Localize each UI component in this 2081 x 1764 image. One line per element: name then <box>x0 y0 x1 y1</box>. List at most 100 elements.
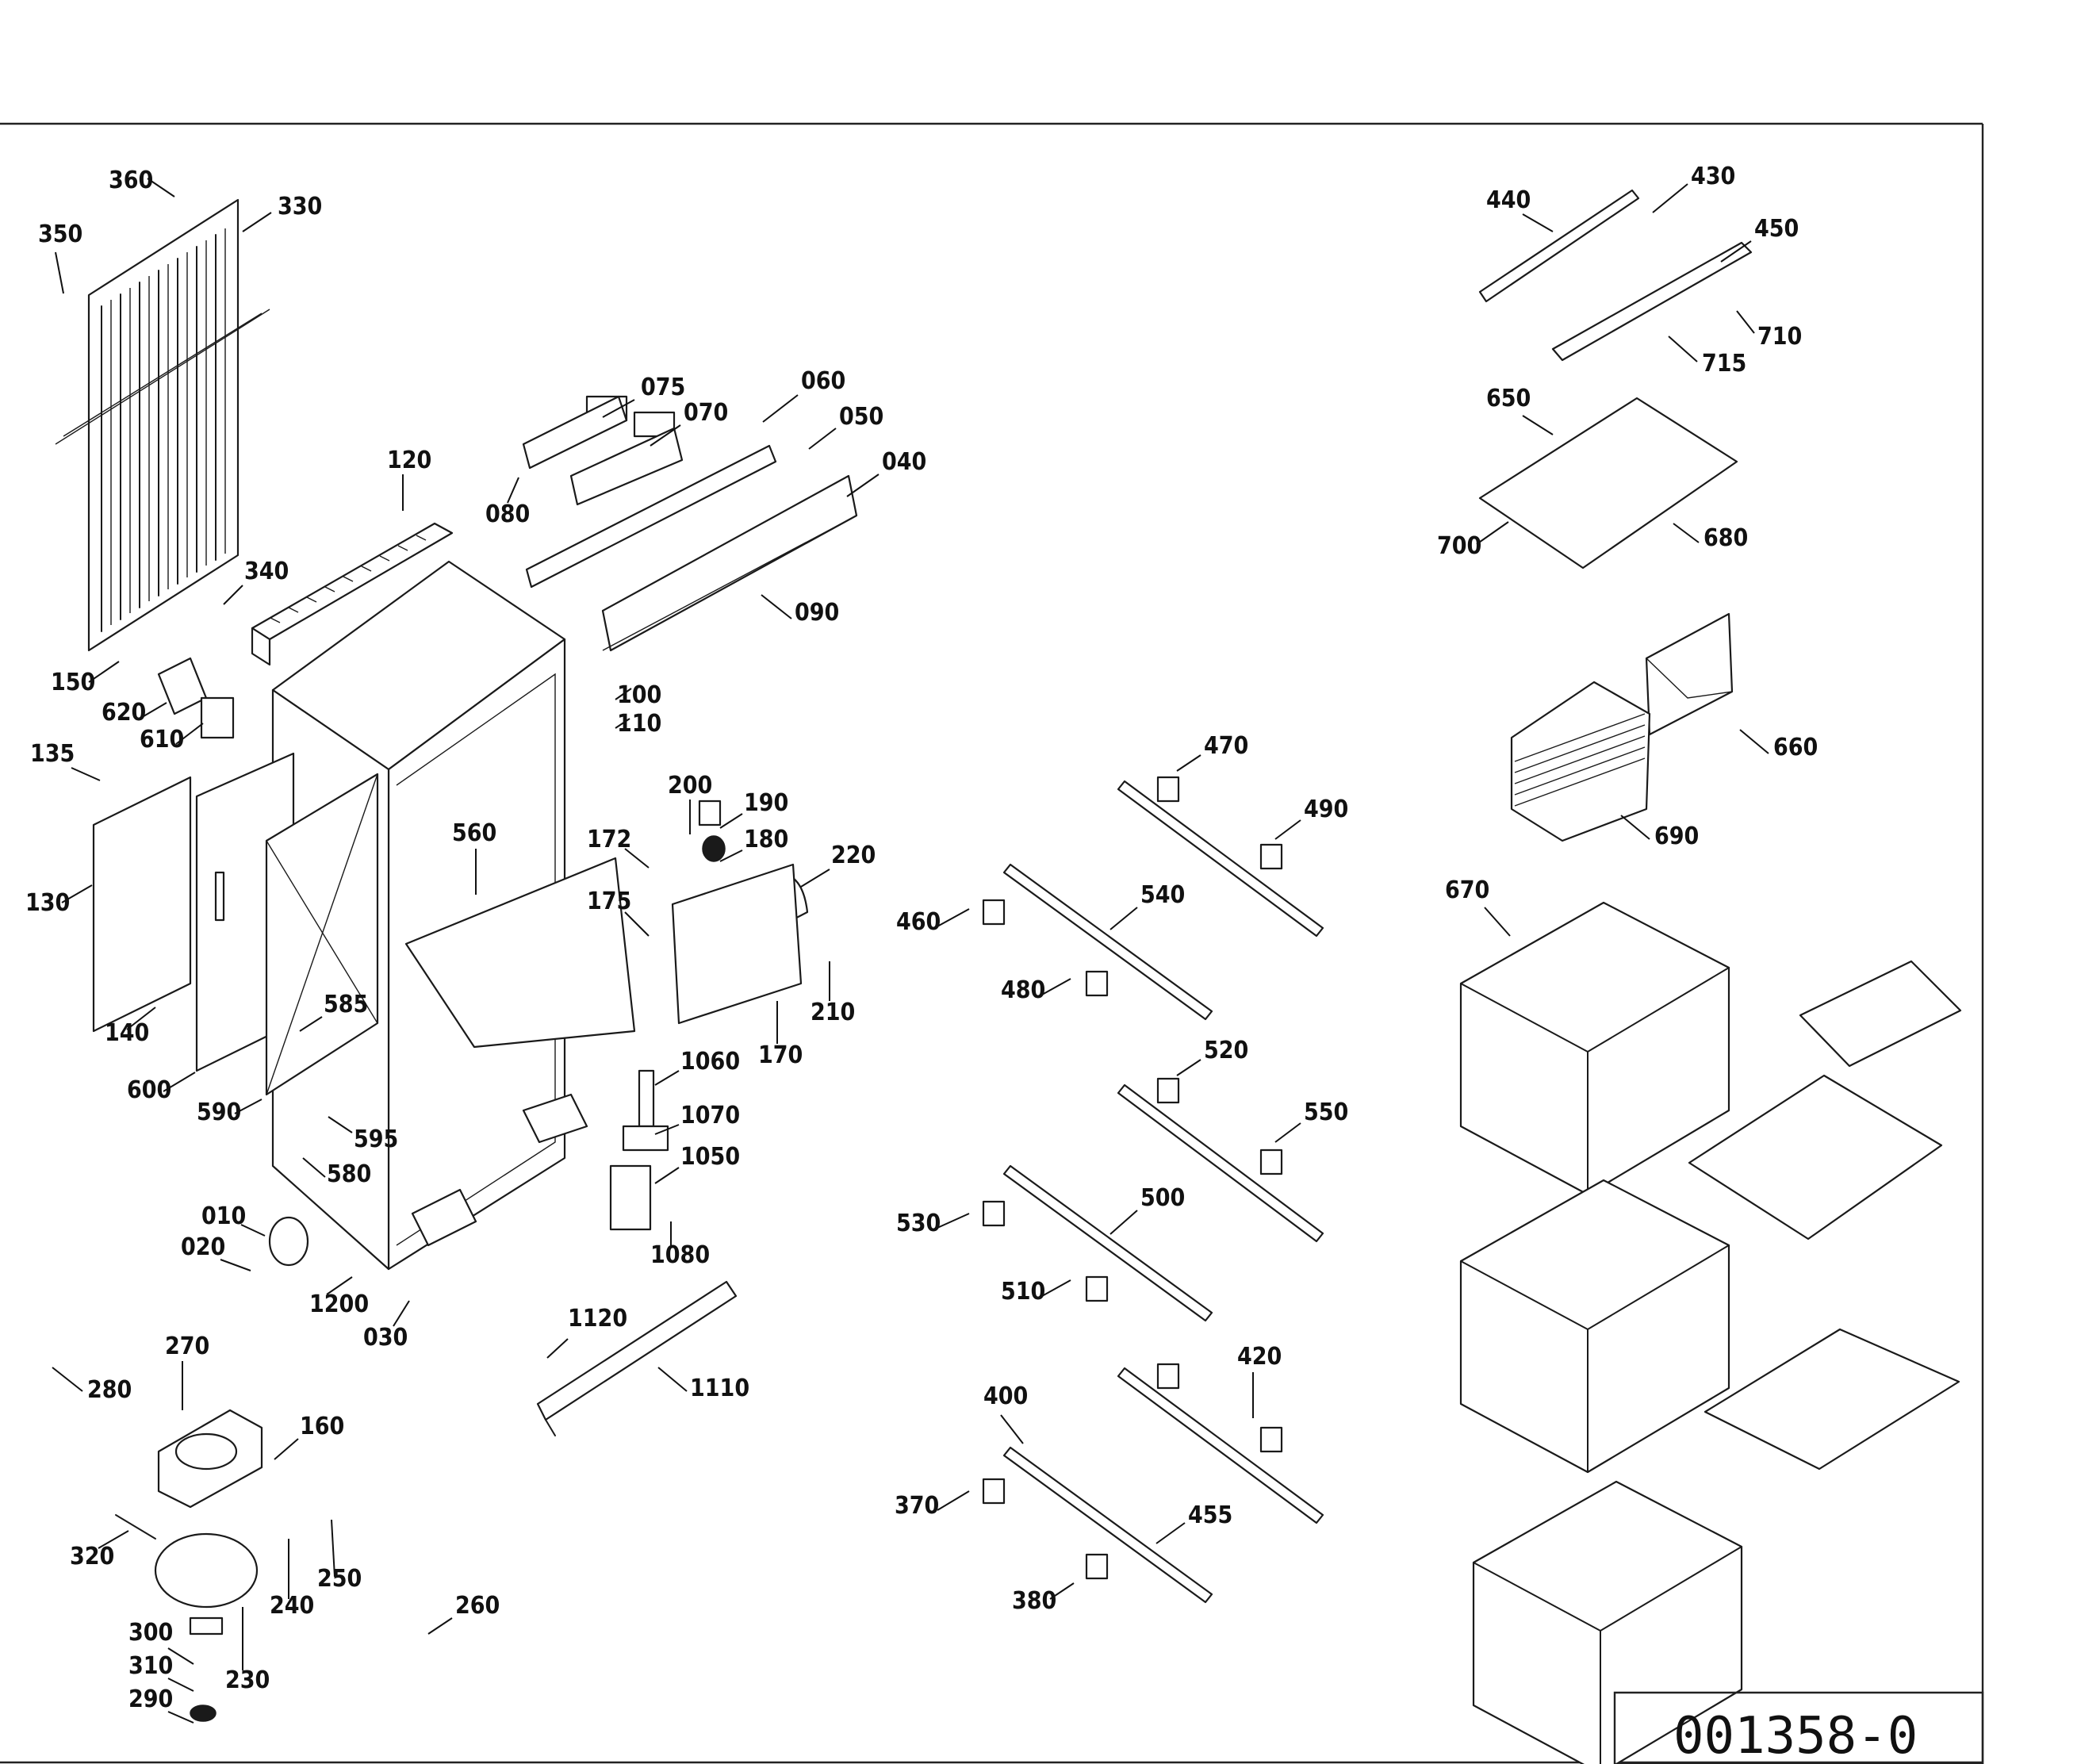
callout-label-280: 280 <box>87 1376 132 1404</box>
leader-line-620 <box>140 703 167 719</box>
glass-shelves <box>1480 190 1751 568</box>
leader-line-370 <box>937 1491 969 1510</box>
drawer-frames <box>1689 961 1960 1469</box>
title-block: 001358-0 <box>1615 1693 1983 1764</box>
callout-label-330: 330 <box>278 193 322 220</box>
leader-line-455 <box>1156 1523 1185 1544</box>
leader-line-580 <box>303 1158 325 1177</box>
leader-line-010 <box>241 1225 265 1236</box>
leader-line-290 <box>168 1712 194 1723</box>
leader-line-1110 <box>658 1367 687 1391</box>
callout-label-540: 540 <box>1140 881 1185 909</box>
leader-line-585 <box>300 1017 322 1031</box>
leader-line-260 <box>428 1618 452 1634</box>
leader-line-020 <box>220 1260 251 1271</box>
leader-line-600 <box>163 1072 195 1091</box>
slide-rails <box>983 777 1323 1602</box>
top-grille <box>252 523 452 665</box>
callout-label-710: 710 <box>1757 323 1802 351</box>
callout-label-450: 450 <box>1754 215 1799 243</box>
leader-line-130 <box>62 885 92 903</box>
callout-label-585: 585 <box>324 991 368 1018</box>
callout-label-370: 370 <box>895 1492 939 1520</box>
freezer-drawers <box>1461 903 1742 1764</box>
leader-line-280 <box>52 1367 82 1391</box>
leader-line-175 <box>625 912 649 936</box>
callout-label-480: 480 <box>1001 976 1045 1004</box>
callout-label-490: 490 <box>1304 796 1348 823</box>
callout-label-700: 700 <box>1437 532 1481 560</box>
callout-label-310: 310 <box>128 1652 173 1680</box>
callout-label-420: 420 <box>1237 1343 1282 1371</box>
callout-label-680: 680 <box>1704 524 1748 552</box>
leader-line-075 <box>603 400 634 417</box>
leader-line-340 <box>224 585 243 604</box>
callout-label-600: 600 <box>127 1076 171 1104</box>
leader-line-310 <box>168 1678 194 1691</box>
callout-label-220: 220 <box>831 842 876 869</box>
callout-label-590: 590 <box>197 1099 241 1126</box>
callout-label-120: 120 <box>387 447 431 474</box>
leader-line-690 <box>1621 815 1650 839</box>
callout-label-320: 320 <box>70 1543 114 1570</box>
leader-line-360 <box>148 178 174 197</box>
callout-label-300: 300 <box>128 1619 173 1647</box>
leader-line-100 <box>615 688 631 700</box>
leader-line-450 <box>1721 241 1751 262</box>
callout-label-440: 440 <box>1486 186 1531 214</box>
callout-label-140: 140 <box>105 1019 149 1047</box>
leader-line-050 <box>809 428 836 449</box>
callout-label-160: 160 <box>300 1413 344 1440</box>
parts-layer <box>56 190 1960 1764</box>
callout-label-510: 510 <box>1001 1278 1045 1306</box>
callout-label-460: 460 <box>896 908 941 936</box>
leader-line-160 <box>274 1439 298 1459</box>
callout-label-110: 110 <box>617 710 661 738</box>
leader-line-540 <box>1110 907 1137 930</box>
callout-label-670: 670 <box>1445 876 1489 904</box>
callout-label-455: 455 <box>1188 1501 1232 1529</box>
leader-line-610 <box>176 723 203 744</box>
leader-line-430 <box>1653 184 1688 213</box>
leader-line-715 <box>1669 336 1697 362</box>
callout-label-075: 075 <box>641 374 685 401</box>
callout-label-260: 260 <box>455 1592 500 1620</box>
leader-line-300 <box>168 1648 194 1664</box>
callout-label-030: 030 <box>363 1324 408 1352</box>
leader-line-1050 <box>655 1168 679 1183</box>
callout-label-100: 100 <box>617 681 661 709</box>
callout-label-230: 230 <box>225 1666 270 1694</box>
callout-label-240: 240 <box>270 1592 314 1620</box>
callout-label-650: 650 <box>1486 385 1531 412</box>
callout-label-090: 090 <box>795 599 839 627</box>
callout-label-530: 530 <box>896 1210 941 1237</box>
callout-label-715: 715 <box>1702 350 1746 378</box>
leader-line-320 <box>98 1531 128 1548</box>
condenser <box>56 200 270 650</box>
leader-lines <box>52 178 1769 1723</box>
leader-line-150 <box>89 662 119 682</box>
leader-line-190 <box>720 814 742 828</box>
callout-label-175: 175 <box>587 888 631 915</box>
hinge-parts <box>412 1071 668 1245</box>
leader-line-470 <box>1177 755 1201 771</box>
callout-label-1070: 1070 <box>680 1102 740 1129</box>
callout-label-020: 020 <box>181 1233 225 1261</box>
callout-label-130: 130 <box>25 889 70 917</box>
callout-label-170: 170 <box>758 1041 803 1069</box>
document-number: 001358-0 <box>1673 1707 1918 1764</box>
callout-label-210: 210 <box>811 999 855 1026</box>
leader-line-220 <box>801 869 830 887</box>
callout-label-400: 400 <box>983 1382 1028 1410</box>
leader-line-590 <box>235 1099 262 1114</box>
leader-line-660 <box>1740 730 1769 754</box>
leader-line-1120 <box>547 1339 568 1358</box>
fan-assembly <box>159 658 308 1265</box>
callout-label-060: 060 <box>801 367 845 395</box>
callout-label-430: 430 <box>1691 163 1735 190</box>
callout-label-560: 560 <box>452 819 496 847</box>
leader-line-700 <box>1477 522 1508 544</box>
evaporator-plate <box>94 754 377 1095</box>
callout-label-520: 520 <box>1204 1037 1248 1064</box>
